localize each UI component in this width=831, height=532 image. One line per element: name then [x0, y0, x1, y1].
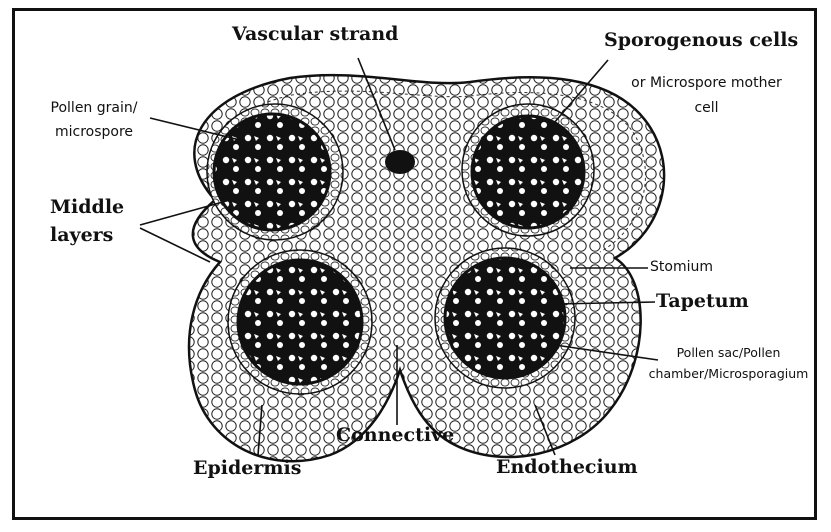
- pollen-sac-label-line1: Pollen sac/Pollen: [636, 346, 821, 360]
- sporogenous-cells-label: Sporogenous cells: [604, 30, 798, 51]
- pollen-sac-label-line2: chamber/Microsporagium: [636, 367, 821, 381]
- connective-label: Connective: [336, 425, 454, 446]
- endothecium-label: Endothecium: [496, 457, 638, 478]
- pollen-grain-label-line1: Pollen grain/: [24, 101, 164, 116]
- pollen-sac-bottom-left: [228, 250, 372, 394]
- vascular-strand-label: Vascular strand: [232, 24, 398, 45]
- pollen-sac-bottom-right: [435, 248, 575, 388]
- pollen-grain-label-line2: microspore: [24, 125, 164, 140]
- stomium-label: Stomium: [650, 260, 713, 275]
- epidermis-label: Epidermis: [193, 458, 301, 479]
- tapetum-label: Tapetum: [656, 291, 749, 312]
- pollen-sac-top-right: [462, 104, 594, 236]
- microspore-mother-cell-label-line2: cell: [604, 101, 809, 116]
- pollen-sac-top-left: [207, 104, 343, 240]
- microspore-mother-cell-label-line1: or Microspore mother: [604, 76, 809, 91]
- middle-layers-label-line2: layers: [50, 225, 113, 246]
- middle-layers-label-line1: Middle: [50, 197, 124, 218]
- vascular-strand-dot: [385, 150, 415, 174]
